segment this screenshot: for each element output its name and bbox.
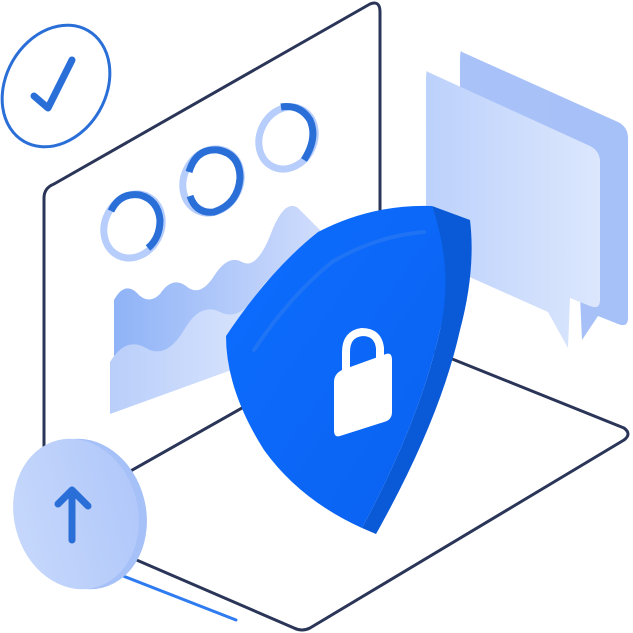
- check-badge: [0, 23, 112, 149]
- lock-body: [334, 353, 392, 437]
- speech-bubble-front: [426, 71, 600, 348]
- progress-ring-3: [255, 103, 319, 173]
- shield-side: [362, 206, 472, 534]
- speech-bubbles: [426, 51, 628, 348]
- shield-icon: [226, 205, 472, 534]
- shield-front: [226, 205, 446, 528]
- arrow-up-icon: [54, 486, 92, 544]
- upload-badge-face: [13, 438, 139, 590]
- lock-icon: [334, 327, 392, 437]
- shield-inner-edge: [252, 230, 426, 352]
- check-icon: [30, 56, 76, 112]
- upload-badge: [13, 438, 147, 590]
- check-badge-circle: [0, 23, 112, 149]
- laptop-base-accent: [116, 572, 238, 622]
- progress-ring-2: [179, 145, 245, 217]
- progress-ring-1: [100, 190, 166, 262]
- lock-shackle: [342, 327, 384, 374]
